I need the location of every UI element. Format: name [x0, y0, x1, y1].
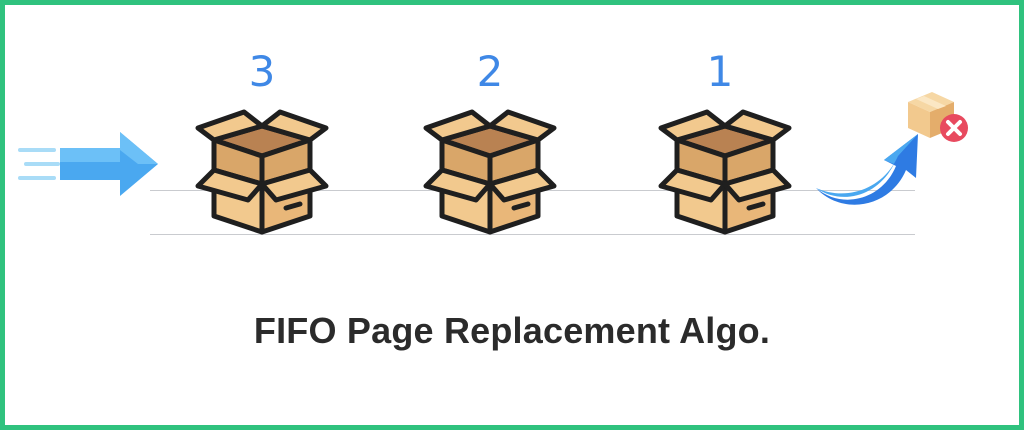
slot-number-2: 2 — [476, 47, 504, 96]
box-icon — [423, 109, 557, 235]
diagram-title: FIFO Page Replacement Algo. — [253, 310, 771, 351]
arrow-right-icon — [18, 132, 158, 196]
slot-number-3: 3 — [248, 47, 276, 96]
slot-number-1: 1 — [706, 47, 734, 96]
box-icon — [658, 109, 792, 235]
box-removed-icon — [908, 92, 968, 142]
curved-arrow-up-icon — [816, 134, 918, 205]
box-icon — [195, 109, 329, 235]
queue-rail-bottom — [150, 234, 915, 235]
